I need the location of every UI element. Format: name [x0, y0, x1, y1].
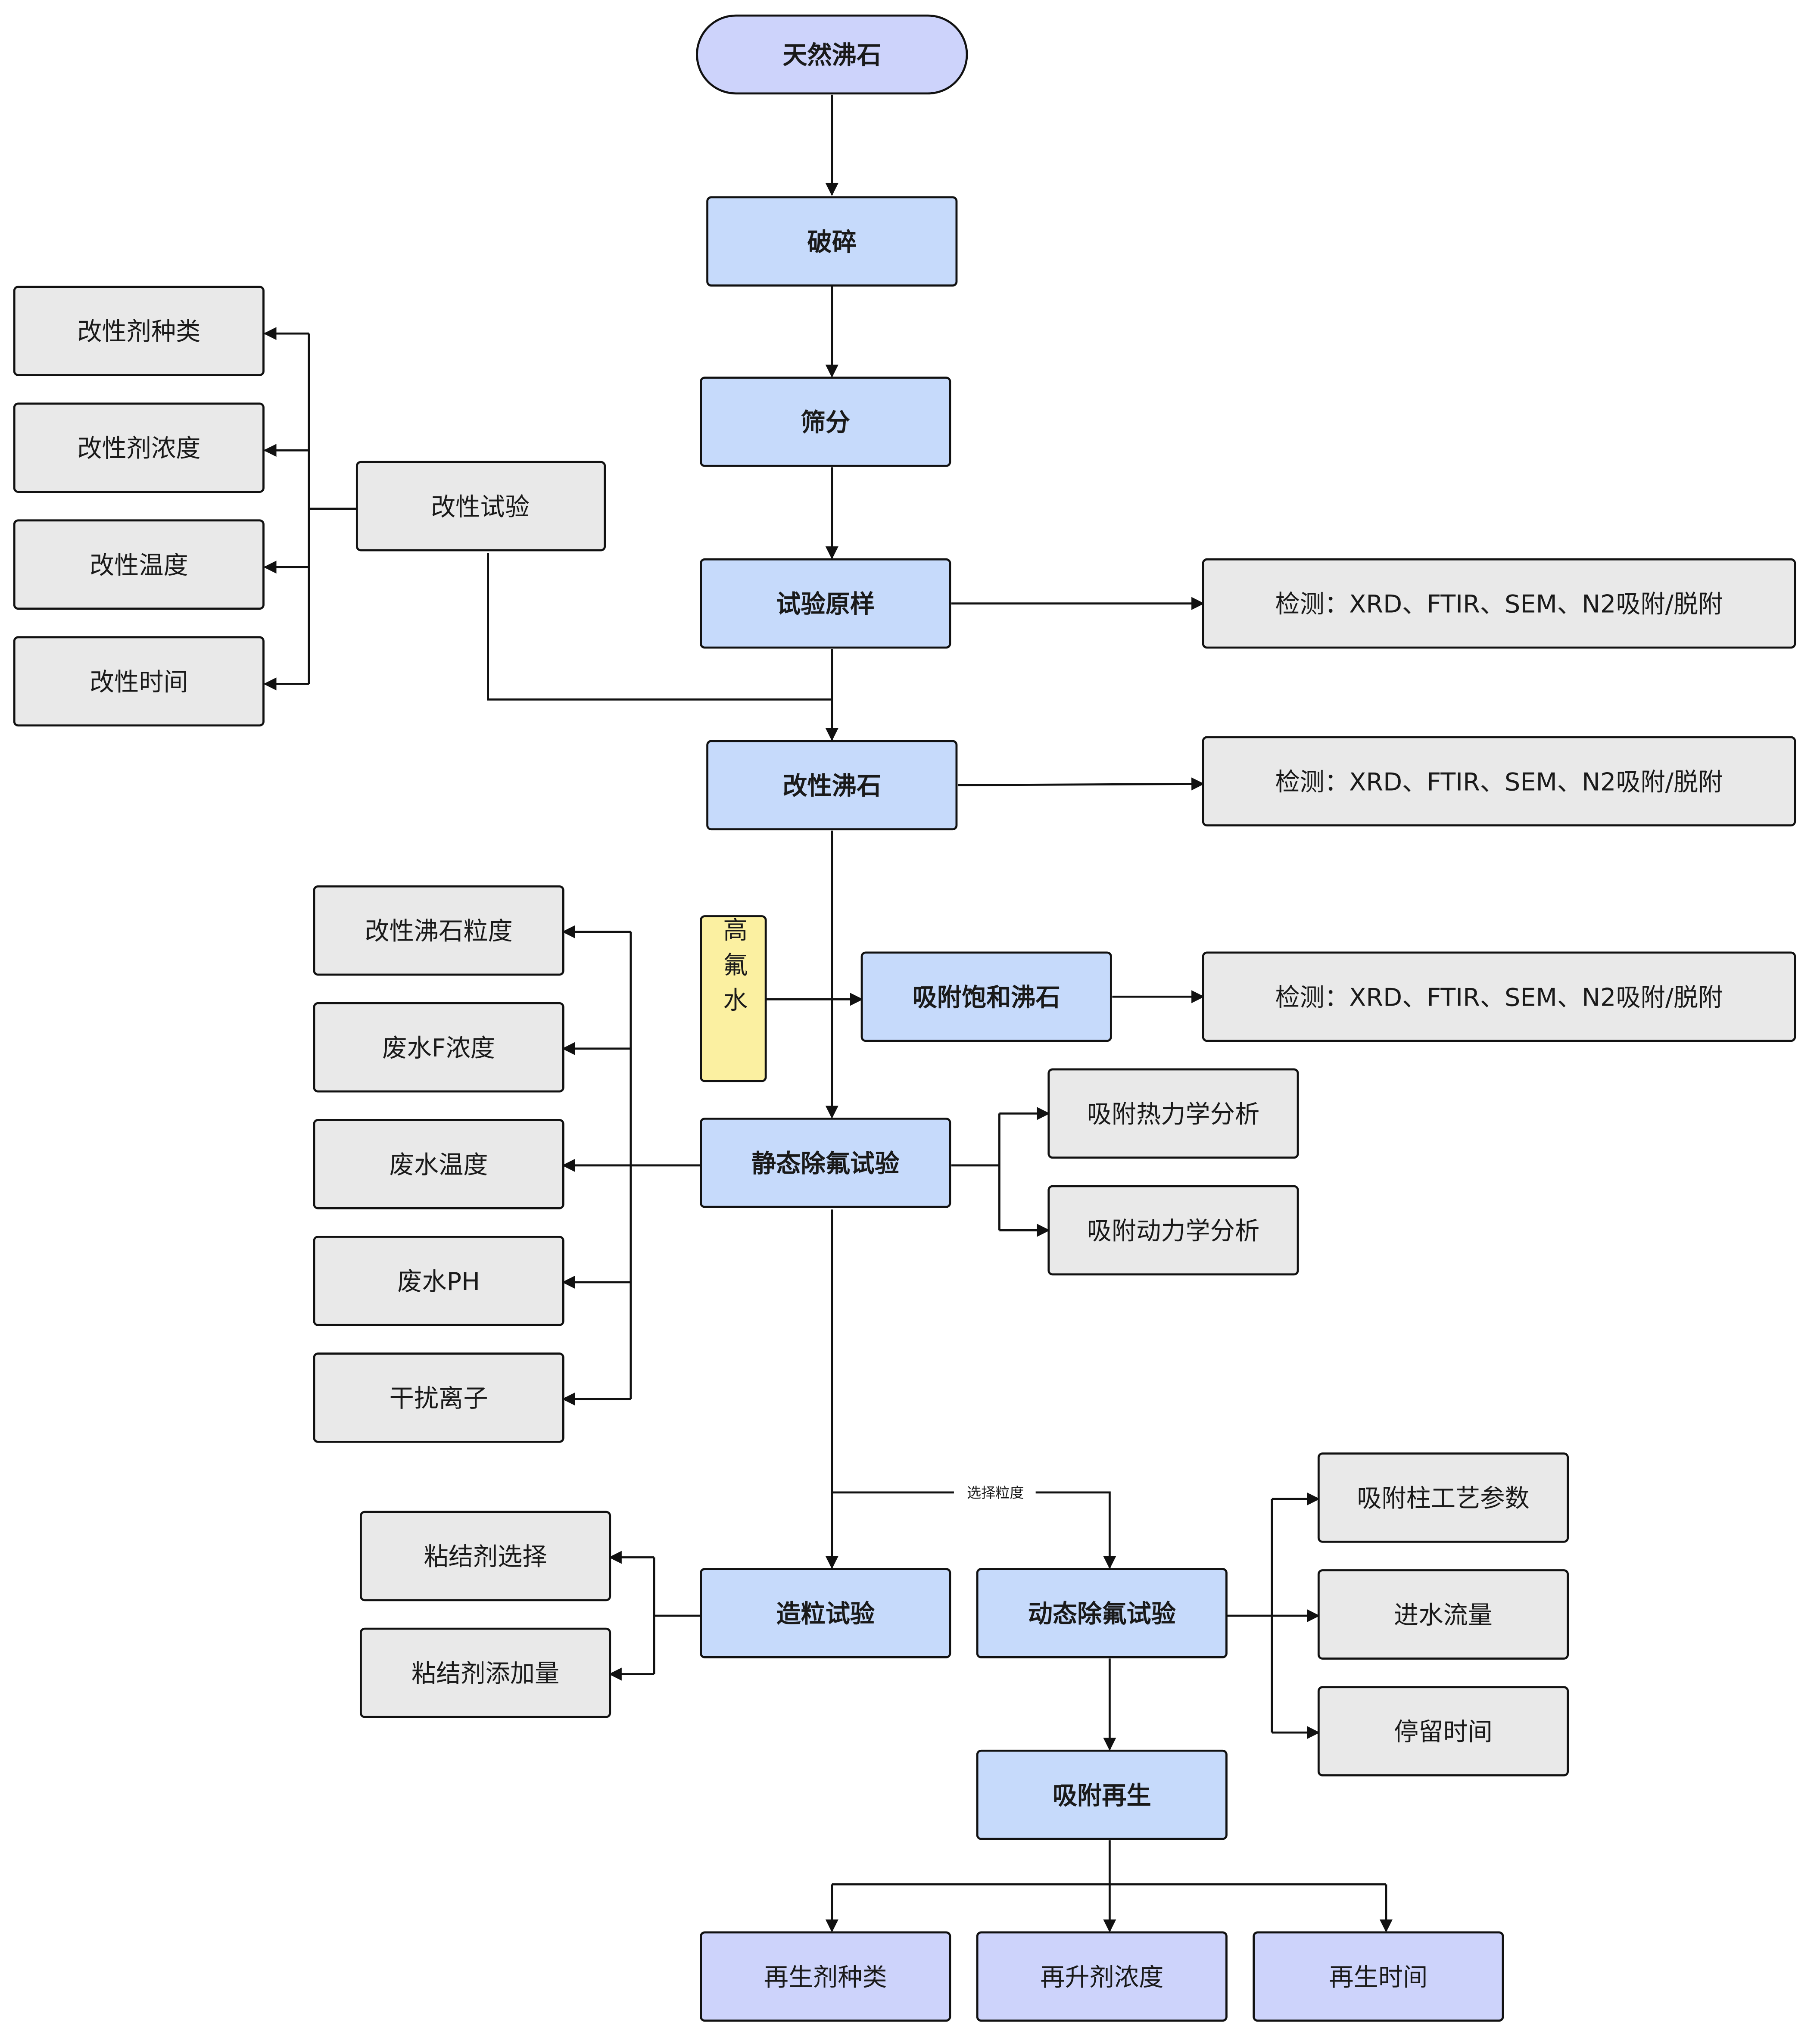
- node-water-temperature-label: 废水温度: [390, 1151, 488, 1179]
- node-regen-type-label: 再生剂种类: [764, 1963, 887, 1991]
- node-detect-raw-label: 检测：XRD、FTIR、SEM、N2吸附/脱附: [1275, 590, 1723, 619]
- node-raw-sample: 试验原样: [700, 558, 951, 649]
- node-modifier-type-label: 改性剂种类: [77, 318, 200, 346]
- node-sieve: 筛分: [700, 377, 951, 467]
- node-binder-choice: 粘结剂选择: [359, 1511, 611, 1602]
- edge-granulation-trunk: [653, 1557, 701, 1674]
- node-high-fluoride-water: 高氟水: [700, 915, 767, 1082]
- node-modifier-concentration: 改性剂浓度: [13, 402, 265, 493]
- edge-static-params-trunk: [630, 932, 701, 1399]
- node-interfering-ions: 干扰离子: [313, 1352, 564, 1443]
- node-f-concentration-label: 废水F浓度: [382, 1034, 495, 1063]
- node-crush: 破碎: [706, 196, 958, 287]
- node-modified-zeolite: 改性沸石: [706, 740, 958, 831]
- node-modification-test: 改性试验: [355, 461, 606, 552]
- node-modified-zeolite-label: 改性沸石: [782, 772, 881, 800]
- node-regen-type: 再生剂种类: [700, 1931, 951, 2022]
- node-granulation: 造粒试验: [700, 1568, 951, 1658]
- node-kinetics-label: 吸附动力学分析: [1087, 1217, 1260, 1246]
- edge-modification-to-modified: [487, 553, 832, 701]
- node-f-concentration: 废水F浓度: [313, 1002, 564, 1093]
- node-inflow-label: 进水流量: [1394, 1601, 1493, 1630]
- node-granulation-label: 造粒试验: [776, 1600, 875, 1628]
- node-regeneration-label: 吸附再生: [1053, 1782, 1151, 1810]
- node-kinetics: 吸附动力学分析: [1047, 1185, 1299, 1276]
- edge-modified-to-detect: [957, 777, 1205, 791]
- node-sieve-label: 筛分: [801, 408, 850, 437]
- node-natural-zeolite-label: 天然沸石: [782, 41, 881, 70]
- node-thermodynamics: 吸附热力学分析: [1047, 1068, 1299, 1159]
- node-water-temperature: 废水温度: [313, 1119, 564, 1209]
- node-water-ph: 废水PH: [313, 1236, 564, 1326]
- node-column-params-label: 吸附柱工艺参数: [1357, 1484, 1530, 1513]
- node-regeneration: 吸附再生: [976, 1749, 1228, 1840]
- node-natural-zeolite: 天然沸石: [696, 14, 968, 95]
- node-interfering-ions-label: 干扰离子: [390, 1384, 488, 1413]
- edge-select-size: [832, 1491, 1110, 1568]
- node-modification-test-label: 改性试验: [431, 493, 530, 521]
- node-saturated-zeolite-label: 吸附饱和沸石: [913, 983, 1060, 1012]
- node-inflow: 进水流量: [1317, 1569, 1569, 1660]
- node-retention-time-label: 停留时间: [1394, 1718, 1493, 1746]
- node-modification-time-label: 改性时间: [90, 668, 188, 696]
- node-detect-modified-label: 检测：XRD、FTIR、SEM、N2吸附/脱附: [1275, 768, 1723, 796]
- node-binder-amount-label: 粘结剂添加量: [411, 1660, 559, 1688]
- node-binder-choice-label: 粘结剂选择: [424, 1543, 547, 1571]
- node-detect-saturated: 检测：XRD、FTIR、SEM、N2吸附/脱附: [1202, 951, 1796, 1042]
- node-saturated-zeolite: 吸附饱和沸石: [860, 951, 1112, 1042]
- node-regen-concentration: 再升剂浓度: [976, 1931, 1228, 2022]
- node-static-defluoride-label: 静态除氟试验: [751, 1150, 899, 1178]
- node-regen-concentration-label: 再升剂浓度: [1040, 1963, 1163, 1991]
- node-modifier-type: 改性剂种类: [13, 286, 265, 376]
- node-dynamic-defluoride: 动态除氟试验: [976, 1568, 1228, 1658]
- node-regen-time: 再生时间: [1253, 1931, 1504, 2022]
- node-water-ph-label: 废水PH: [397, 1268, 480, 1296]
- node-retention-time: 停留时间: [1317, 1686, 1569, 1776]
- edge-label-select-size: 选择粒度: [967, 1484, 1024, 1501]
- node-modifier-concentration-label: 改性剂浓度: [77, 434, 200, 463]
- node-static-defluoride: 静态除氟试验: [700, 1117, 951, 1208]
- edge-modification-trunk: [308, 333, 357, 684]
- node-modification-temperature-label: 改性温度: [90, 551, 188, 580]
- node-regen-time-label: 再生时间: [1329, 1963, 1427, 1991]
- node-crush-label: 破碎: [807, 228, 857, 256]
- node-detect-modified: 检测：XRD、FTIR、SEM、N2吸附/脱附: [1202, 736, 1796, 827]
- node-thermodynamics-label: 吸附热力学分析: [1087, 1100, 1260, 1128]
- node-particle-size: 改性沸石粒度: [313, 885, 564, 976]
- nodes: 天然沸石 破碎 筛分 试验原样 改性沸石 吸附饱和沸石 静态除氟试验: [13, 14, 1796, 2022]
- node-modification-time: 改性时间: [13, 636, 265, 727]
- node-dynamic-defluoride-label: 动态除氟试验: [1028, 1600, 1176, 1628]
- edge-static-analysis-trunk: [951, 1113, 1000, 1231]
- edge-regeneration-trunk: [832, 1840, 1386, 1885]
- node-modification-temperature: 改性温度: [13, 519, 265, 610]
- node-detect-raw: 检测：XRD、FTIR、SEM、N2吸附/脱附: [1202, 558, 1796, 649]
- node-binder-amount: 粘结剂添加量: [359, 1627, 611, 1718]
- node-high-fluoride-water-label: 高氟水: [719, 917, 748, 1022]
- connectors: [263, 94, 1393, 1932]
- node-column-params: 吸附柱工艺参数: [1317, 1452, 1569, 1543]
- node-particle-size-label: 改性沸石粒度: [365, 917, 512, 946]
- node-detect-saturated-label: 检测：XRD、FTIR、SEM、N2吸附/脱附: [1275, 983, 1723, 1012]
- edge-dynamic-trunk: [1226, 1499, 1273, 1733]
- node-raw-sample-label: 试验原样: [776, 590, 875, 619]
